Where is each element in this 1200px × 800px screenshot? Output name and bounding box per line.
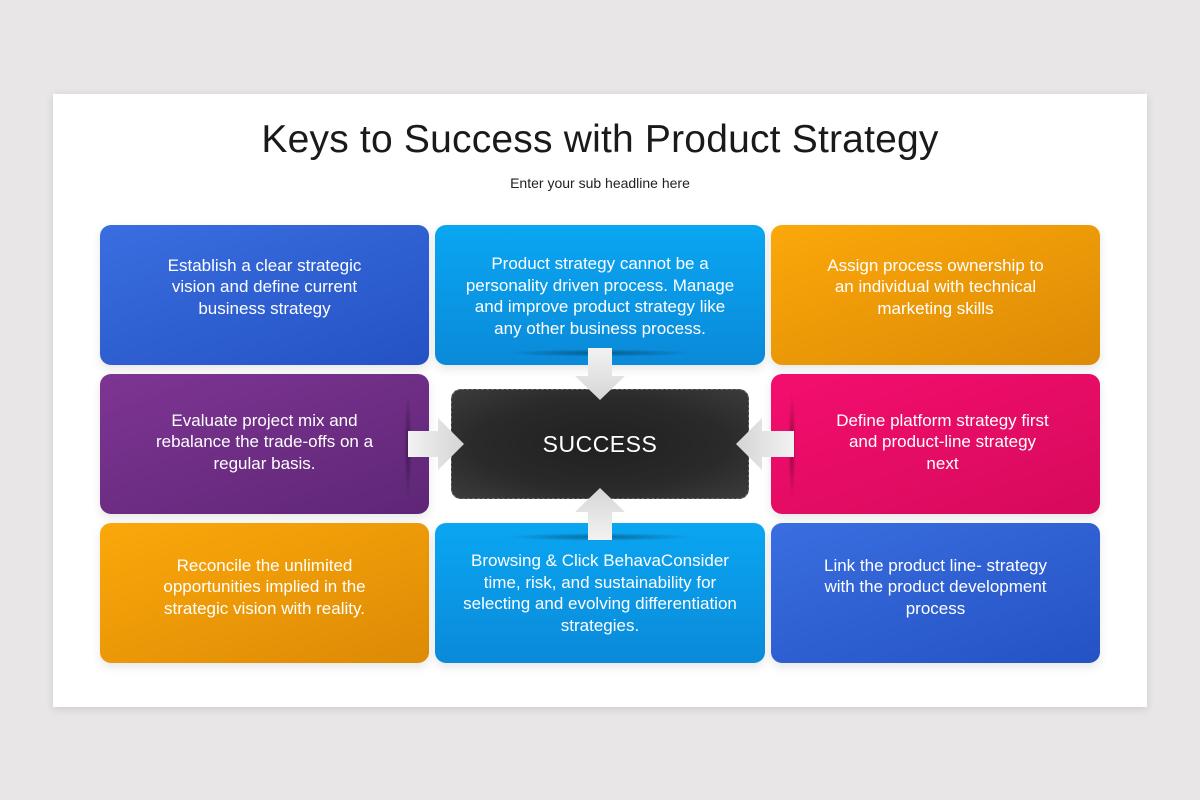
box-text-line: strategies. [560, 615, 640, 635]
arrow-down-icon [575, 348, 625, 400]
success-center-box: SUCCESS [451, 389, 749, 499]
box-top-right: Assign process ownership to an individua… [771, 225, 1100, 365]
box-text-line: Define platform strategy first [836, 410, 1049, 430]
box-text-line: Reconcile the unlimited [176, 555, 353, 575]
box-text-line: regular basis. [213, 453, 316, 473]
box-top-center: Product strategy cannot be a personality… [435, 225, 765, 365]
box-text-line: Browsing & Click BehavaConsider [471, 551, 729, 570]
box-text-line: strategic vision with reality. [164, 598, 365, 618]
box-text-line: Assign process ownership to [827, 255, 1044, 275]
box-text-line: Link the product line- strategy [823, 555, 1047, 575]
box-text-line: Establish a clear strategic [167, 255, 362, 275]
box-text-line: and product-line strategy [848, 432, 1037, 452]
arrow-up-icon [575, 488, 625, 540]
box-text-line: with the product development [824, 577, 1047, 597]
box-middle-right: Define platform strategy first and produ… [771, 374, 1100, 514]
box-bottom-right: Link the product line- strategy with the… [771, 523, 1100, 663]
box-text-line: process [905, 598, 966, 618]
slide-title: Keys to Success with Product Strategy [261, 118, 939, 161]
box-bottom-center: Browsing & Click BehavaConsider time, ri… [435, 523, 765, 663]
box-text-line: an individual with technical [834, 277, 1037, 297]
box-text-line: selecting and evolving differentiation [463, 594, 737, 613]
box-text-line: Evaluate project mix and [171, 410, 358, 430]
box-text-line: any other business process. [494, 318, 706, 338]
box-middle-left: Evaluate project mix and rebalance the t… [100, 374, 429, 514]
success-label: SUCCESS [542, 430, 658, 457]
box-text-line: marketing skills [877, 298, 994, 318]
box-text-line: rebalance the trade-offs on a [155, 432, 374, 452]
arrow-left-icon [736, 418, 794, 470]
box-text-line: Product strategy cannot be a [491, 254, 709, 273]
box-text-line: personality driven process. Manage [465, 275, 735, 295]
box-text-line: next [926, 453, 959, 473]
box-bottom-left: Reconcile the unlimited opportunities im… [100, 523, 429, 663]
slide-subtitle: Enter your sub headline here [510, 175, 690, 191]
box-text-line: opportunities implied in the [163, 577, 366, 597]
box-text-line: vision and define current [171, 277, 358, 297]
box-top-left: Establish a clear strategic vision and d… [100, 225, 429, 365]
box-text-line: and improve product strategy like [474, 297, 726, 316]
arrow-right-icon [408, 418, 464, 470]
box-text-line: business strategy [198, 298, 331, 318]
box-text-line: time, risk, and sustainability for [483, 572, 717, 592]
